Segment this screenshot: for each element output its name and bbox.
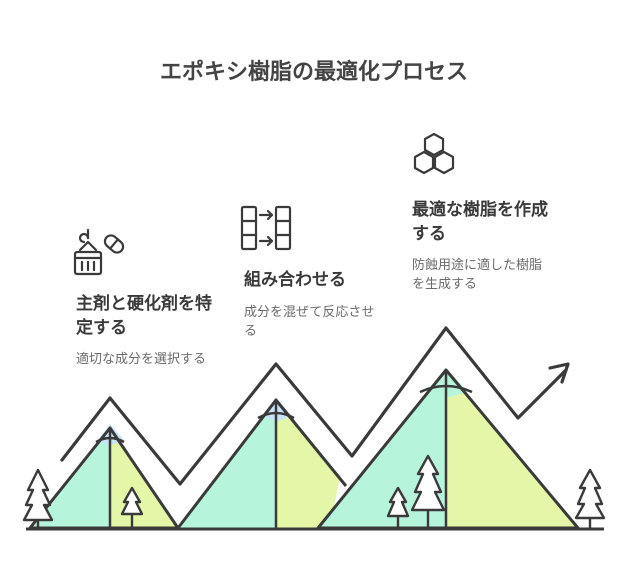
- tree-icon: [120, 486, 144, 528]
- step-1-description: 適切な成分を選択する: [76, 352, 207, 367]
- mountain-2: [176, 398, 348, 529]
- tree-icon: [574, 468, 606, 530]
- diagram-title: エポキシ樹脂の最適化プロセス: [159, 60, 468, 85]
- combine-blocks-icon: [240, 205, 292, 251]
- step-3-description: 防蝕用途に適した樹脂を生成する: [412, 258, 543, 292]
- tree-icon: [386, 486, 410, 528]
- crane-capsule-icon: [73, 228, 125, 276]
- tree-icon: [22, 468, 54, 530]
- step-2-description: 成分を混ぜて反応させる: [244, 305, 375, 339]
- tree-icon: [410, 454, 446, 528]
- arrow-head-icon: [548, 362, 570, 384]
- hexagon-cluster-icon: [413, 132, 455, 175]
- progress-zigzag-line: [60, 326, 568, 486]
- mountain-1: [28, 424, 180, 530]
- step-1-title: 主剤と硬化剤を特定する: [76, 294, 212, 338]
- step-3-title: 最適な樹脂を作成する: [412, 200, 548, 244]
- step-2-title: 組み合わせる: [244, 270, 346, 290]
